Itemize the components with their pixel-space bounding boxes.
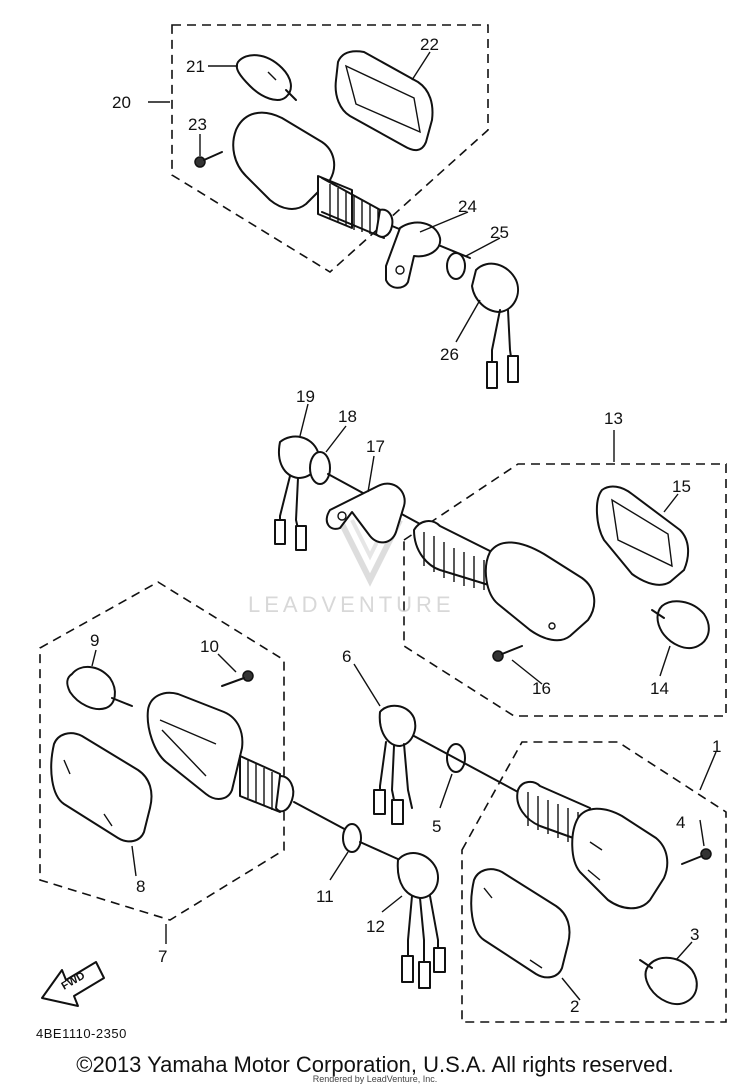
parts-diagram: LEADVENTURE [36,24,727,1041]
callout-20: 20 [112,93,131,112]
callout-2: 2 [570,997,579,1016]
callout-15: 15 [672,477,691,496]
bracket-17 [325,482,406,544]
callout-4: 4 [676,813,685,832]
rendered-by-notice: Rendered by LeadVenture, Inc. [312,1074,438,1084]
group-boundary-20 [171,24,489,273]
connector-19 [274,435,320,551]
group-boundary-7 [39,581,285,921]
screw-10 [221,670,254,687]
connector-6 [373,704,417,825]
bulb-9 [66,666,133,710]
screw-23 [194,151,223,168]
callout-25: 25 [490,223,509,242]
watermark-text: LEADVENTURE [248,592,455,617]
housing-1 [516,780,669,910]
callout-22: 22 [420,35,439,54]
callout-24: 24 [458,197,477,216]
callout-6: 6 [342,647,351,666]
lens-22 [334,50,434,152]
callout-5: 5 [432,817,441,836]
lens-2 [470,868,571,979]
housing-13 [413,520,596,642]
callout-18: 18 [338,407,357,426]
callout-13: 13 [604,409,623,428]
callout-12: 12 [366,917,385,936]
callout-16: 16 [532,679,551,698]
callout-11: 11 [316,887,334,906]
assembly-13 [274,435,727,717]
copyright-notice: ©2013 Yamaha Motor Corporation, U.S.A. A… [76,1052,674,1077]
part-code: 4BE1110-2350 [36,1026,127,1041]
screw-16 [492,645,523,662]
bulb-3 [639,956,698,1006]
assembly-1 [373,704,727,1023]
callout-7: 7 [158,947,167,966]
screw-4 [681,848,712,865]
callout-3: 3 [690,925,699,944]
callout-8: 8 [136,877,145,896]
fwd-arrow-icon: FWD [41,961,105,1007]
connector-26 [471,262,519,389]
callout-9: 9 [90,631,99,650]
grommet-11 [342,823,362,853]
callouts: 1 2 3 4 5 6 7 8 9 10 11 12 13 14 15 16 1… [90,35,721,1016]
connector-12 [396,852,446,989]
callout-21: 21 [186,57,205,76]
grommet-25 [446,252,466,280]
callout-23: 23 [188,115,207,134]
housing-7 [146,691,351,833]
callout-10: 10 [200,637,219,656]
bulb-14 [651,600,710,650]
callout-14: 14 [650,679,669,698]
callout-19: 19 [296,387,315,406]
callout-17: 17 [366,437,385,456]
leader-lines [91,51,717,1001]
grommet-18 [309,451,331,485]
lens-15 [596,485,690,586]
group-boundary-13 [403,463,727,717]
callout-1: 1 [712,737,721,756]
lens-8 [50,732,153,843]
assembly-7 [39,581,446,989]
callout-26: 26 [440,345,459,364]
group-boundary-1 [461,741,727,1023]
assembly-20 [171,24,519,389]
bulb-21 [235,54,297,101]
bracket-24 [385,221,442,289]
